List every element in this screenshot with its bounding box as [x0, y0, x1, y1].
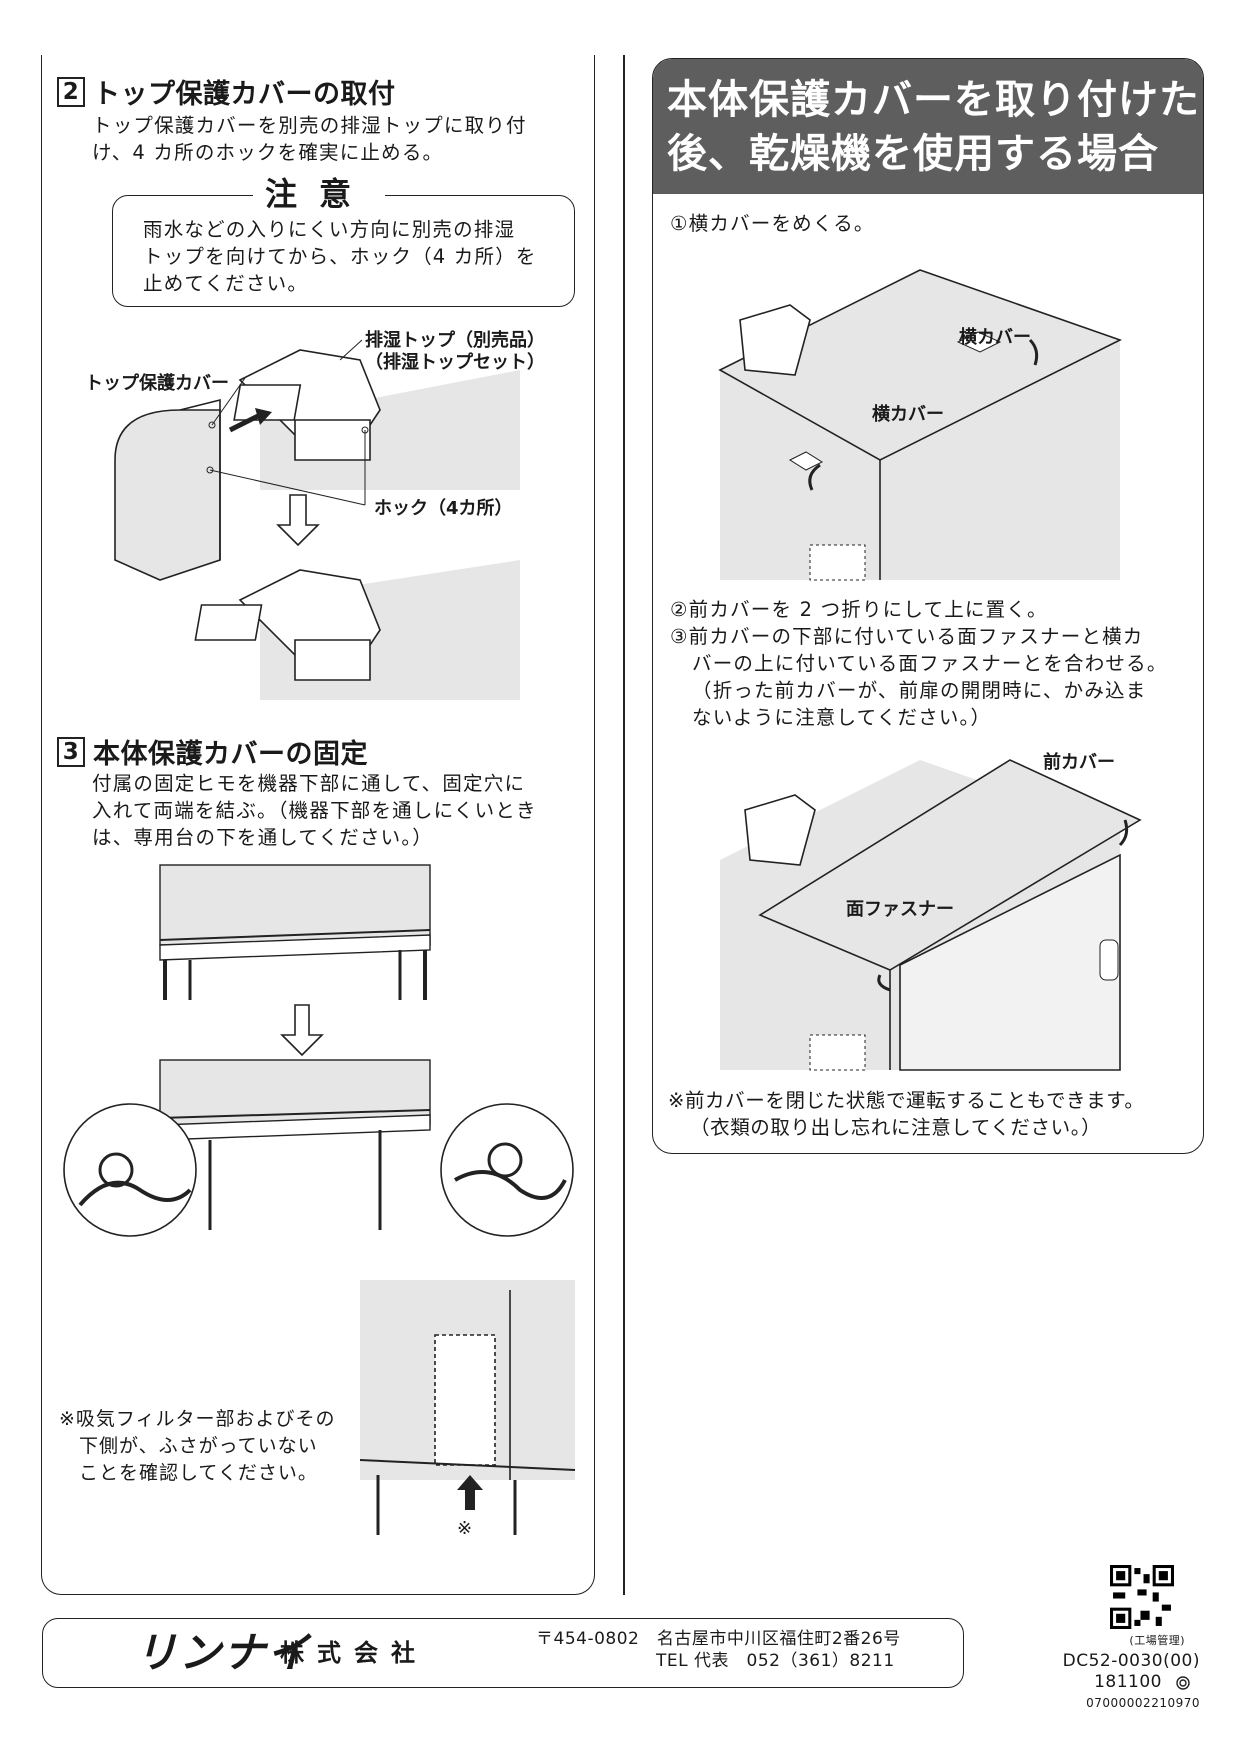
steps-2-3-text: ②前カバーを 2 つ折りにして上に置く。 ③前カバーの下部に付いている面ファスナ… [670, 598, 1168, 729]
qr-caption: (工場管理) [1129, 1634, 1185, 1647]
column-divider [623, 55, 625, 1595]
company-suffix: 株式会社 [280, 1639, 428, 1667]
document-code: DC52-0030(00) [1062, 1651, 1200, 1671]
label-hook-and-loop-fastener: 面ファスナー [846, 899, 954, 920]
right-panel: 本体保護カバーを取り付けた 後、乾燥機を使用する場合 [652, 58, 1204, 1154]
section-3-title: 本体保護カバーの固定 [93, 739, 368, 770]
label-exhaust-top-set: （排湿トップセット） [365, 352, 545, 373]
caution-box: 注意 雨水などの入りにくい方向に別売の排湿 トップを向けてから、ホック（4 カ所… [112, 174, 575, 307]
top-cover-illustration [114, 339, 520, 700]
cover-fixing-illustration [63, 864, 576, 1535]
section-3-heading: 3 本体保護カバーの固定 [57, 732, 368, 771]
brand-logo: リンナイ [135, 1628, 312, 1677]
label-side-cover-front: 横カバー [872, 404, 944, 425]
company-address: 〒454-0802 名古屋市中川区福住町2番26号 [536, 1629, 901, 1649]
document-date: 181100 [1094, 1672, 1162, 1692]
section-3-number: 3 [57, 736, 85, 767]
section-2-heading: 2 トップ保護カバーの取付 [57, 72, 396, 111]
label-front-cover: 前カバー [1043, 752, 1115, 773]
serial-number: 07000002210970 [1086, 1696, 1200, 1710]
label-top-protection-cover: トップ保護カバー [85, 373, 229, 394]
left-panel [41, 55, 595, 1595]
front-cover-illustration [720, 759, 1142, 1071]
section-2-text: トップ保護カバーを別売の排湿トップに取り付 け、4 カ所のホックを確実に止める。 [92, 114, 527, 164]
section-3-text: 付属の固定ヒモを機器下部に通して、固定穴に 入れて両端を結ぶ。（機器下部を通しに… [92, 772, 537, 849]
section-2-title: トップ保護カバーの取付 [93, 79, 396, 110]
footer-box: リンナイ 株式会社 〒454-0802 名古屋市中川区福住町2番26号 TEL … [42, 1618, 964, 1688]
right-panel-title: 本体保護カバーを取り付けた 後、乾燥機を使用する場合 [653, 59, 1203, 194]
qr-code-icon [1110, 1565, 1174, 1629]
intake-mark: ※ [457, 1518, 473, 1539]
step-1-text: ①横カバーをめくる。 [670, 212, 875, 235]
section-2-number: 2 [57, 76, 85, 107]
double-circle-icon [1176, 1676, 1190, 1690]
intake-filter-note: ※吸気フィルター部およびその 下側が、ふさがっていない ことを確認してください。 [59, 1408, 336, 1484]
company-phone: TEL 代表 052（361）8211 [656, 1651, 895, 1671]
label-exhaust-top: 排湿トップ（別売品） [365, 330, 545, 351]
caution-text: 雨水などの入りにくい方向に別売の排湿 トップを向けてから、ホック（4 カ所）を … [143, 218, 537, 295]
side-cover-illustration [718, 269, 1123, 581]
label-side-cover-top: 横カバー [959, 327, 1031, 348]
right-bottom-note: ※前カバーを閉じた状態で運転することもできます。 （衣類の取り出し忘れに注意して… [668, 1089, 1145, 1139]
label-hooks: ホック（4カ所） [374, 498, 513, 519]
caution-title: 注意 [253, 174, 386, 214]
